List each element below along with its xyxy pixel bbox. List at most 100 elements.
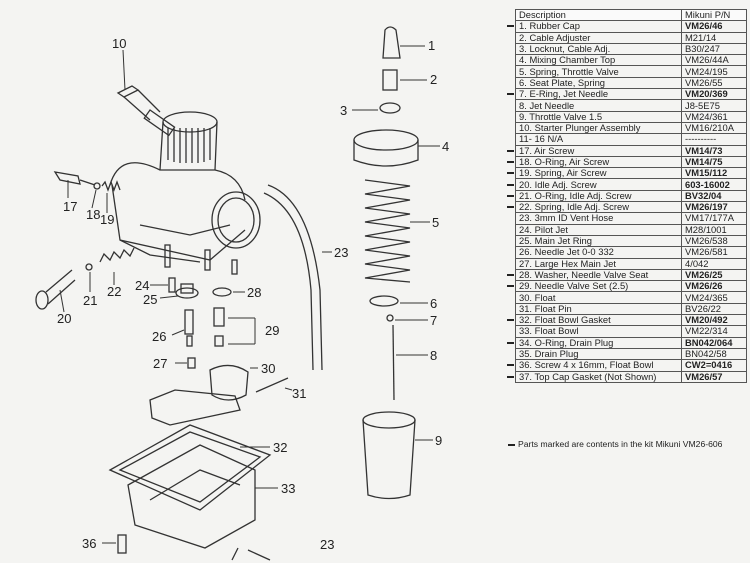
row-description-text: Throttle Valve 1.5 bbox=[529, 110, 603, 122]
row-part-number: VM14/73 bbox=[681, 144, 747, 157]
row-description: 30. Float bbox=[515, 291, 682, 304]
callout-28: 28 bbox=[247, 285, 261, 300]
row-part-number: M28/1001 bbox=[681, 223, 747, 236]
throttle-spring-part bbox=[364, 179, 411, 283]
callout-30: 30 bbox=[261, 361, 275, 376]
callout-19: 19 bbox=[100, 212, 114, 227]
row-part-number: VM15/112 bbox=[681, 167, 747, 180]
row-number: 26. bbox=[519, 246, 533, 258]
row-description-text: Needle Valve Set (2.5) bbox=[534, 280, 629, 292]
row-part-number: VM26/581 bbox=[681, 246, 747, 259]
row-part-number: VM20/492 bbox=[681, 314, 747, 327]
row-number: 19. bbox=[519, 167, 533, 179]
row-part-number: VM26/44A bbox=[681, 54, 747, 67]
row-part-number: J8-5E75 bbox=[681, 99, 747, 112]
row-part-number: 4/042 bbox=[681, 257, 747, 270]
row-number: 9. bbox=[519, 110, 527, 122]
row-description: 10. Starter Plunger Assembly bbox=[515, 121, 682, 135]
table-row: 3. Locknut, Cable Adj.B30/247 bbox=[515, 42, 747, 56]
row-part-number: VM14/75 bbox=[681, 155, 747, 169]
row-description: 33. Float Bowl bbox=[515, 325, 682, 338]
exploded-carburetor-diagram: 1 2 3 4 5 6 7 8 9 10 17 18 19 20 21 22 2… bbox=[35, 26, 449, 561]
row-part-number: VM26/55 bbox=[681, 76, 747, 90]
callout-4: 4 bbox=[442, 139, 449, 154]
float-part bbox=[209, 364, 289, 401]
float-bowl-part bbox=[108, 389, 272, 561]
row-number: 28. bbox=[519, 268, 533, 280]
kit-marker bbox=[507, 319, 514, 322]
callout-33: 33 bbox=[281, 481, 295, 496]
rubber-cap-part bbox=[382, 26, 401, 59]
callout-31: 31 bbox=[292, 386, 306, 401]
kit-marker bbox=[507, 194, 514, 197]
row-number: 2. bbox=[519, 31, 527, 43]
footnote-text: Parts marked are contents in the kit Mik… bbox=[518, 439, 723, 449]
row-description: 27. Large Hex Main Jet bbox=[515, 257, 682, 270]
kit-marker bbox=[507, 25, 514, 28]
row-description: 1. Rubber Cap bbox=[515, 20, 682, 33]
row-number: 32. bbox=[519, 314, 533, 326]
row-description: 26. Needle Jet 0-0 332 bbox=[515, 246, 682, 259]
seat-plate-part bbox=[369, 295, 399, 307]
kit-marker bbox=[507, 149, 514, 152]
callout-numbers: 1 2 3 4 5 6 7 8 9 10 17 18 19 20 21 22 2… bbox=[57, 36, 449, 552]
kit-marker-dash bbox=[508, 443, 515, 446]
table-header-row: Description Mikuni P/N bbox=[515, 8, 747, 22]
row-number: 3. bbox=[519, 43, 527, 55]
carburetor-body-part bbox=[109, 111, 261, 275]
cable-adjuster-part bbox=[382, 69, 398, 91]
callout-26: 26 bbox=[152, 329, 166, 344]
kit-marker bbox=[507, 341, 514, 344]
row-number: 7. bbox=[519, 88, 527, 100]
row-part-number: M21/14 bbox=[681, 31, 747, 44]
kit-marker bbox=[507, 273, 514, 276]
callout-2: 2 bbox=[430, 72, 437, 87]
row-part-number: BV32/04 bbox=[681, 189, 747, 203]
row-description: 34. O-Ring, Drain Plug bbox=[515, 336, 682, 349]
row-part-number: VM26/538 bbox=[681, 234, 747, 248]
callout-10: 10 bbox=[112, 36, 126, 51]
jet-needle-part bbox=[392, 324, 395, 401]
callout-22: 22 bbox=[107, 284, 121, 299]
row-description-text: Air Screw bbox=[534, 144, 575, 156]
row-part-number: BN042/064 bbox=[681, 336, 747, 349]
row-part-number: ---------- bbox=[681, 133, 747, 146]
row-description: 28. Washer, Needle Valve Seat bbox=[515, 268, 682, 282]
row-part-number: VM16/210A bbox=[681, 121, 747, 135]
kit-marker bbox=[507, 183, 514, 186]
vent-hose-part bbox=[263, 184, 323, 371]
callout-23: 23 bbox=[334, 245, 348, 260]
row-number: 22. bbox=[519, 201, 533, 213]
row-part-number: VM24/361 bbox=[681, 110, 747, 123]
row-description-text: Spring, Air Screw bbox=[534, 167, 607, 179]
row-description: 23. 3mm ID Vent Hose bbox=[515, 212, 682, 225]
callout-17: 17 bbox=[63, 199, 77, 214]
row-part-number: VM20/369 bbox=[681, 88, 747, 101]
row-number: 21. bbox=[519, 189, 533, 201]
row-description: 19. Spring, Air Screw bbox=[515, 167, 682, 180]
row-part-number: VM24/365 bbox=[681, 291, 747, 304]
row-description: 8. Jet Needle bbox=[515, 99, 682, 112]
row-part-number: VM24/195 bbox=[681, 65, 747, 78]
kit-marker bbox=[507, 161, 514, 163]
row-description: 6. Seat Plate, Spring bbox=[515, 76, 682, 90]
table-row: 29. Needle Valve Set (2.5)VM26/26 bbox=[515, 280, 747, 293]
row-number: 4. bbox=[519, 54, 527, 66]
row-description: 17. Air Screw bbox=[515, 144, 682, 157]
locknut-part bbox=[379, 102, 401, 114]
row-description: 37. Top Cap Gasket (Not Shown) bbox=[515, 370, 682, 383]
row-description-text: Drain Plug bbox=[534, 348, 579, 360]
row-description-text: Washer, Needle Valve Seat bbox=[534, 268, 649, 280]
row-part-number: VM26/197 bbox=[681, 201, 747, 214]
